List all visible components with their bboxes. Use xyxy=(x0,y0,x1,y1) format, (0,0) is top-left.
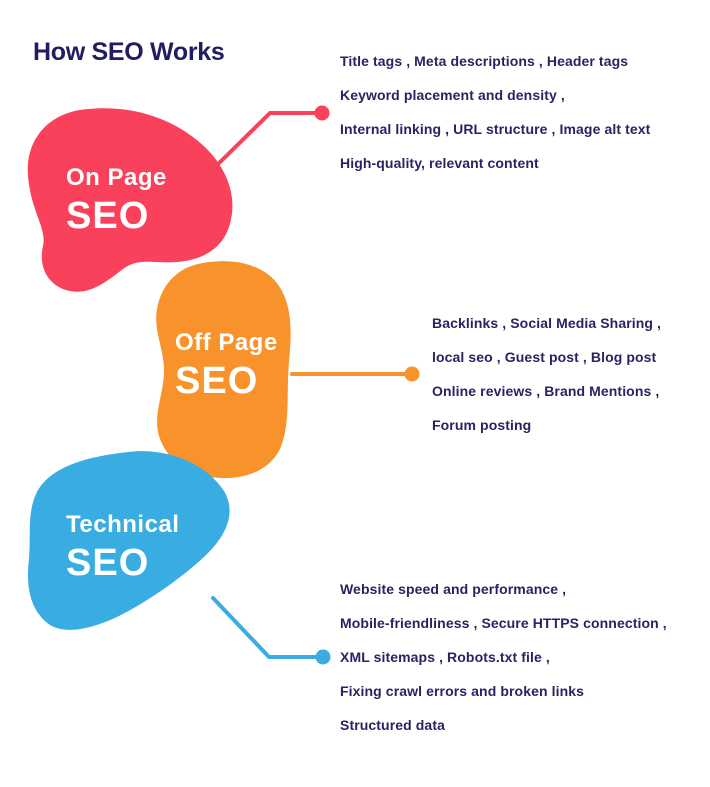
off-page-item-list: Backlinks , Social Media Sharing , local… xyxy=(432,306,661,442)
technical-connector-line xyxy=(211,596,322,659)
on-page-connector-dot xyxy=(314,105,330,121)
on-page-label-line1: On Page xyxy=(66,164,167,191)
list-item: local seo , Guest post , Blog post xyxy=(432,349,657,365)
on-page-label-line2: SEO xyxy=(66,195,150,237)
list-item: Fixing crawl errors and broken links xyxy=(340,683,585,699)
list-item: Website speed and performance , xyxy=(340,581,567,597)
on-page-connector-line xyxy=(210,111,322,172)
on-page-label: On Page SEO xyxy=(66,164,167,237)
list-item: Backlinks , Social Media Sharing , xyxy=(432,315,662,331)
page-title: How SEO Works xyxy=(33,38,225,66)
off-page-label-line1: Off Page xyxy=(175,329,278,356)
off-page-label-line2: SEO xyxy=(175,360,259,402)
list-item: Structured data xyxy=(340,717,445,733)
technical-label: Technical SEO xyxy=(66,511,180,584)
list-item: XML sitemaps , Robots.txt file , xyxy=(340,649,550,665)
list-item: Mobile-friendliness , Secure HTTPS conne… xyxy=(340,615,667,631)
list-item: Keyword placement and density , xyxy=(340,87,565,103)
technical-item-list: Website speed and performance , Mobile-f… xyxy=(340,572,667,742)
list-item: Internal linking , URL structure , Image… xyxy=(340,121,651,137)
technical-blob xyxy=(27,451,230,630)
technical-connector-dot xyxy=(315,649,331,665)
technical-label-line1: Technical xyxy=(66,511,180,538)
list-item: Online reviews , Brand Mentions , xyxy=(432,383,660,399)
list-item: High-quality, relevant content xyxy=(340,155,539,171)
off-page-label: Off Page SEO xyxy=(175,329,278,402)
list-item: Forum posting xyxy=(432,417,532,433)
on-page-blob xyxy=(27,108,233,292)
on-page-item-list: Title tags , Meta descriptions , Header … xyxy=(340,44,650,180)
list-item: Title tags , Meta descriptions , Header … xyxy=(340,53,629,69)
off-page-blob xyxy=(156,261,291,479)
off-page-connector-dot xyxy=(404,366,420,382)
technical-label-line2: SEO xyxy=(66,542,150,584)
